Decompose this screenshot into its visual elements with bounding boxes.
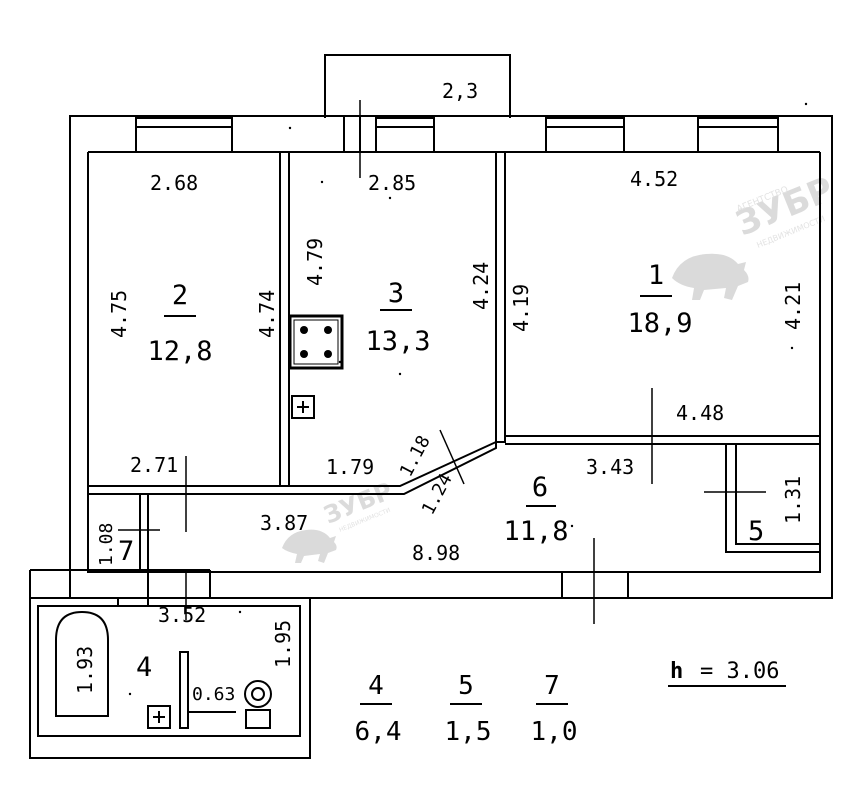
bathtub-icon [55, 610, 109, 717]
legend-4-area: 6,4 [355, 717, 402, 747]
room-3-dim-angled-2: 1.24 [418, 470, 457, 518]
window-1 [135, 117, 233, 153]
room-2-dim-top: 2.68 [150, 171, 198, 195]
room-1: 4.52 4.19 4.21 4.48 1 18,9 [509, 167, 805, 425]
bathroom-sink-icon [147, 705, 171, 729]
room-4-number: 4 [136, 652, 152, 683]
room-4-dim-tub: 1.93 [73, 646, 97, 694]
room-6-area: 11,8 [503, 516, 568, 547]
kitchen-sink-icon [291, 395, 315, 419]
room-3-dim-top: 2.85 [368, 171, 416, 195]
legend-7-number: 7 [544, 671, 560, 701]
stove-icon [288, 314, 344, 370]
ceiling-height-value: = 3.06 [700, 659, 779, 684]
room-7-dim: 1.08 [96, 523, 117, 566]
legend-5-number: 5 [458, 671, 474, 701]
legend-5-area: 1,5 [445, 717, 492, 747]
room-4-dim-top: 3.52 [158, 603, 206, 627]
room-2-number: 2 [172, 280, 188, 311]
room-3-number: 3 [388, 278, 404, 309]
room-1-dim-bottom: 4.48 [676, 401, 724, 425]
window-3 [545, 117, 625, 153]
room-6: 3.87 8.98 3.43 6 11,8 [260, 455, 634, 565]
legend-4-number: 4 [368, 671, 384, 701]
room-3-dim-left: 4.79 [303, 238, 327, 286]
room-3-dim-right: 4.24 [469, 262, 493, 310]
watermark-bison-icon-small [282, 529, 337, 563]
room-2-dim-left: 4.75 [107, 290, 131, 338]
room-1-dim-left: 4.19 [509, 284, 533, 332]
room-6-dim-bottom: 8.98 [412, 541, 460, 565]
room-6-dim-right: 3.43 [586, 455, 634, 479]
room-4: 3.52 1.95 1.93 0.63 4 [73, 603, 295, 705]
room-7: 7 1.08 [96, 523, 134, 567]
watermark-logo: ЗУБР АГЕНТСТВО НЕДВИЖИМОСТИ [672, 169, 839, 300]
room-5-number: 5 [748, 516, 764, 547]
room-2-dim-right: 4.74 [255, 290, 279, 338]
balcony [324, 54, 511, 118]
room-4-dim-small: 0.63 [192, 684, 235, 705]
balcony-dimension: 2,3 [442, 79, 478, 103]
room-7-number: 7 [118, 536, 134, 567]
toilet-icon [244, 680, 272, 729]
room-2-dim-bottom: 2.71 [130, 453, 178, 477]
room-6-number: 6 [532, 472, 548, 503]
room-3-area: 13,3 [365, 326, 430, 357]
ceiling-height-symbol: h [670, 659, 683, 684]
room-5-dim: 1.31 [781, 476, 805, 524]
bathroom-outline [29, 597, 311, 759]
room-2-area: 12,8 [147, 336, 212, 367]
room-1-dim-top: 4.52 [630, 167, 678, 191]
window-4 [697, 117, 779, 153]
dimension-lines [118, 100, 766, 624]
area-legend: 4 6,4 5 1,5 7 1,0 [355, 671, 578, 747]
room-4-dim-right: 1.95 [271, 620, 295, 668]
watermark-bison-icon [672, 253, 749, 300]
room-2: 2.68 4.75 4.74 2.71 2 12,8 [107, 171, 279, 477]
room-5: 5 1.31 [748, 476, 805, 547]
legend-7-area: 1,0 [531, 717, 578, 747]
room-1-area: 18,9 [627, 308, 692, 339]
window-2 [375, 117, 435, 153]
pipe-riser [179, 651, 236, 729]
speckles [128, 102, 808, 696]
room-6-dim-left: 3.87 [260, 511, 308, 535]
ceiling-height: h = 3.06 [668, 659, 786, 687]
room-1-dim-right: 4.21 [781, 282, 805, 330]
room-1-number: 1 [648, 260, 664, 291]
room-3-dim-bottom: 1.79 [326, 455, 374, 479]
